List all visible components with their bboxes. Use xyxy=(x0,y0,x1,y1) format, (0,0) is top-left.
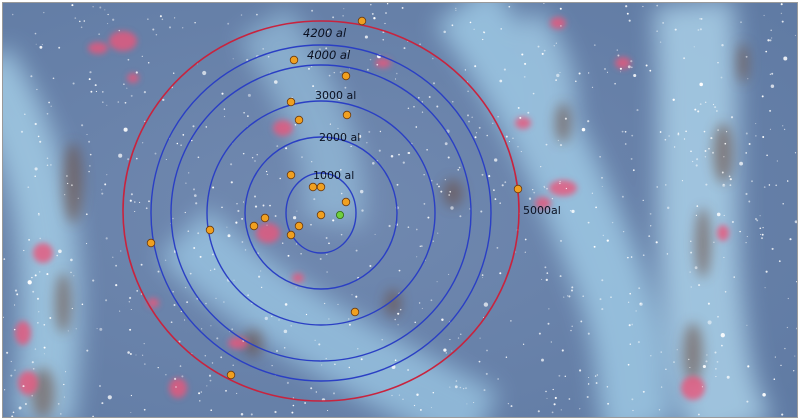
ring-label-5000: 5000al xyxy=(523,204,561,217)
ring-label-4000: 4000 al xyxy=(307,48,351,62)
nebula-patch xyxy=(535,197,551,209)
ring-4200 xyxy=(150,44,492,382)
nebula-patch xyxy=(515,117,531,129)
nebula-patch xyxy=(15,321,31,345)
star-marker xyxy=(308,182,318,192)
nebula-patch xyxy=(292,273,304,283)
star-marker xyxy=(289,55,299,65)
star-marker xyxy=(260,213,270,223)
nebula-patch xyxy=(549,180,577,196)
star-marker xyxy=(226,370,236,380)
nebula-patch xyxy=(615,57,631,69)
nebula-patch xyxy=(18,371,38,395)
ring-1000 xyxy=(285,172,357,254)
star-marker xyxy=(357,16,367,26)
nebula-patch xyxy=(375,58,391,68)
ring-4000 xyxy=(170,64,472,362)
star-marker xyxy=(316,210,326,220)
star-marker xyxy=(286,230,296,240)
star-markers xyxy=(146,16,523,380)
nebula-patch xyxy=(717,225,729,241)
ring-labels: 1000 al 2000 al 3000 al 4000 al 4200 al … xyxy=(303,26,561,217)
star-marker xyxy=(341,71,351,81)
star-marker xyxy=(350,307,360,317)
nebula-patch xyxy=(228,337,248,349)
ring-label-2000: 2000 al xyxy=(319,131,360,144)
nebula-patch xyxy=(273,120,293,136)
ring-5000 xyxy=(122,20,520,402)
star-marker xyxy=(146,238,156,248)
nebula-patch xyxy=(127,73,139,83)
galaxy-map: 1000 al 2000 al 3000 al 4000 al 4200 al … xyxy=(3,3,797,417)
star-marker xyxy=(205,225,215,235)
star-marker xyxy=(341,197,351,207)
sun-marker xyxy=(335,210,344,219)
star-marker xyxy=(286,170,296,180)
star-marker xyxy=(249,221,259,231)
ring-2000 xyxy=(244,136,398,290)
nebula-patch xyxy=(88,42,108,54)
star-field xyxy=(3,3,797,417)
nebula-patch xyxy=(256,223,280,243)
nebula-patch xyxy=(169,378,187,398)
star-marker xyxy=(286,97,296,107)
star-marker xyxy=(294,115,304,125)
star-marker xyxy=(294,221,304,231)
ring-label-1000: 1000 al xyxy=(313,169,354,182)
nebula-patch xyxy=(681,376,705,400)
ring-label-3000: 3000 al xyxy=(315,89,356,102)
nebula-patch xyxy=(33,243,53,263)
distance-rings xyxy=(122,20,520,402)
star-marker xyxy=(513,184,523,194)
nebula-patch xyxy=(550,17,566,29)
star-marker xyxy=(342,110,352,120)
star-marker xyxy=(316,182,326,192)
ring-3000 xyxy=(206,100,436,326)
nebula-patch xyxy=(109,31,137,51)
nebula-patch xyxy=(147,298,159,308)
ring-label-4200: 4200 al xyxy=(303,26,347,40)
